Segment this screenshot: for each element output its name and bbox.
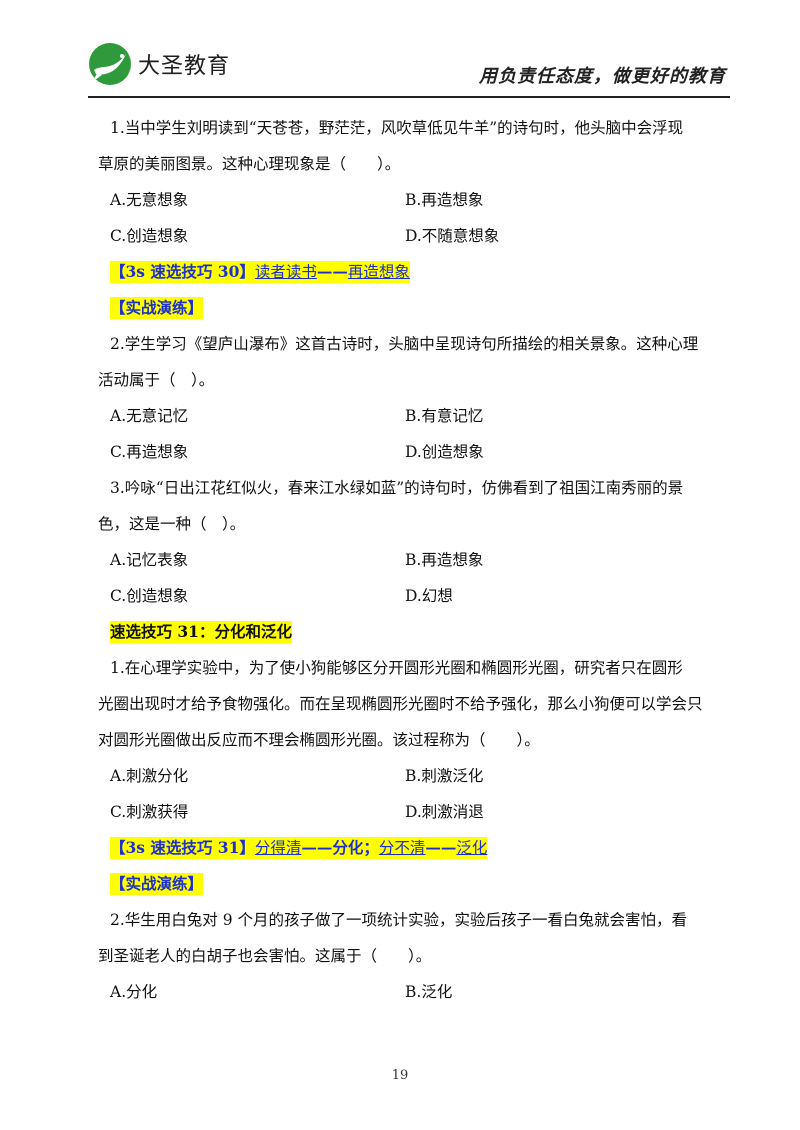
speed-tip-highlight: 【3s 速选技巧 31】分得清——分化；分不清——泛化 [110, 837, 488, 859]
answer-option: C.创造想象 [110, 227, 189, 245]
question-text-line: 1.在心理学实验中，为了使小狗能够区分开圆形光圈和椭圆形光圈，研究者只在圆形 [110, 659, 683, 677]
answer-options-row: C.刺激获得 D.刺激消退 [110, 794, 730, 830]
answer-option: A.无意想象 [110, 191, 189, 209]
answer-option: B.泛化 [405, 983, 453, 1001]
answer-option: A.刺激分化 [110, 767, 189, 785]
answer-option: C.再造想象 [110, 443, 189, 461]
section-heading-line: 速选技巧 31：分化和泛化 [110, 614, 730, 650]
header-slogan: 用负责任态度，做更好的教育 [479, 66, 726, 87]
speed-tip-part: 再造想象 [347, 263, 410, 281]
swallow-logo-icon [89, 43, 131, 85]
answer-options-row: A.分化 B.泛化 [110, 974, 730, 1010]
answer-option: B.有意记忆 [405, 407, 484, 425]
speed-tip-part: 分不清 [378, 839, 426, 857]
section-heading: 速选技巧 31：分化和泛化 [110, 621, 292, 643]
speed-tip-part: 读者读书 [254, 263, 317, 281]
answer-options-row: C.创造想象 D.不随意想象 [110, 218, 730, 254]
practice-heading-line: 【实战演练】 [110, 866, 730, 902]
page-number: 19 [391, 1068, 409, 1083]
speed-tip-part: 分得清 [254, 839, 302, 857]
answer-options-row: A.刺激分化 B.刺激泛化 [110, 758, 730, 794]
header-divider [88, 96, 730, 98]
speed-tip-part: —— [316, 262, 348, 281]
answer-option: B.刺激泛化 [405, 767, 484, 785]
answer-options-row: A.记忆表象 B.再造想象 [110, 542, 730, 578]
answer-option: C.刺激获得 [110, 803, 189, 821]
question-text-line: 2.学生学习《望庐山瀑布》这首古诗时，头脑中呈现诗句所描绘的相关景象。这种心理 [110, 335, 699, 353]
answer-option: B.再造想象 [405, 551, 484, 569]
speed-tip-label: 【3s 速选技巧 31】 [110, 838, 255, 857]
question-text-line: 草原的美丽图景。这种心理现象是（ ）。 [98, 155, 401, 173]
question-text-line: 1.当中学生刘明读到“天苍苍，野茫茫，风吹草低见牛羊”的诗句时，他头脑中会浮现 [110, 119, 684, 137]
answer-option: A.分化 [110, 983, 158, 1001]
question-text-line: 3.吟咏“日出江花红似火，春来江水绿如蓝”的诗句时，仿佛看到了祖国江南秀丽的景 [110, 479, 684, 497]
practice-heading-line: 【实战演练】 [110, 290, 730, 326]
question-text-line: 到圣诞老人的白胡子也会害怕。这属于（ ）。 [98, 947, 432, 965]
answer-option: A.记忆表象 [110, 551, 189, 569]
speed-tip-highlight: 【3s 速选技巧 30】读者读书——再造想象 [110, 261, 410, 283]
answer-option: D.刺激消退 [405, 803, 484, 821]
practice-heading: 【实战演练】 [110, 297, 204, 319]
question-text-line: 对圆形光圈做出反应而不理会椭圆形光圈。该过程称为（ ）。 [98, 731, 540, 749]
document-body: 1.当中学生刘明读到“天苍苍，野茫茫，风吹草低见牛羊”的诗句时，他头脑中会浮现草… [98, 110, 730, 1010]
answer-option: C.创造想象 [110, 587, 189, 605]
question-text-line: 2.华生用白兔对 9 个月的孩子做了一项统计实验，实验后孩子一看白兔就会害怕，看 [110, 911, 688, 929]
answer-option: D.创造想象 [405, 443, 484, 461]
speed-tip-line: 【3s 速选技巧 31】分得清——分化；分不清——泛化 [110, 830, 730, 866]
page-header: 大圣教育 用负责任态度，做更好的教育 [88, 40, 728, 92]
answer-option: D.不随意想象 [405, 227, 500, 245]
brand-name: 大圣教育 [138, 54, 231, 79]
answer-option: D.幻想 [405, 587, 453, 605]
answer-options-row: C.创造想象 D.幻想 [110, 578, 730, 614]
question-text-line: 色，这是一种（ ）。 [98, 515, 246, 533]
speed-tip-part: —— [425, 838, 457, 857]
speed-tip-part: 分化； [332, 838, 379, 857]
practice-heading: 【实战演练】 [110, 873, 204, 895]
question-text-line: 活动属于（ ）。 [98, 371, 215, 389]
answer-options-row: A.无意记忆 B.有意记忆 [110, 398, 730, 434]
answer-options-row: C.再造想象 D.创造想象 [110, 434, 730, 470]
speed-tip-part: —— [301, 838, 333, 857]
answer-option: B.再造想象 [405, 191, 484, 209]
answer-options-row: A.无意想象 B.再造想象 [110, 182, 730, 218]
speed-tip-part: 泛化 [456, 839, 488, 857]
speed-tip-line: 【3s 速选技巧 30】读者读书——再造想象 [110, 254, 730, 290]
question-text-line: 光圈出现时才给予食物强化。而在呈现椭圆形光圈时不给予强化，那么小狗便可以学会只 [98, 695, 703, 713]
answer-option: A.无意记忆 [110, 407, 189, 425]
speed-tip-label: 【3s 速选技巧 30】 [110, 262, 255, 281]
